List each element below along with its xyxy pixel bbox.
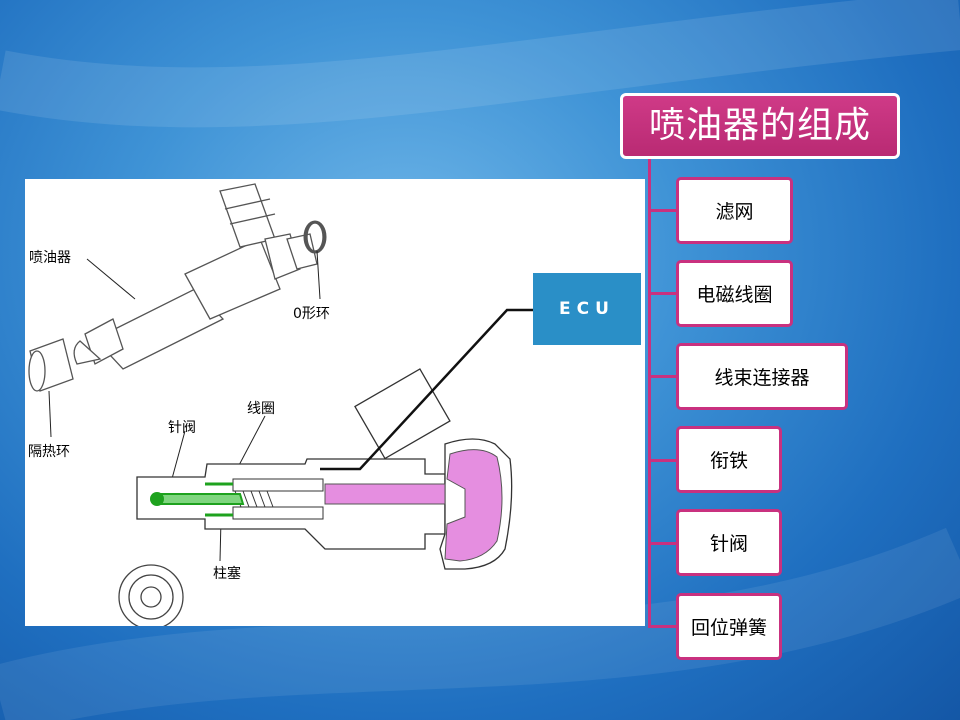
component-return-spring: 回位弹簧 [676, 593, 782, 660]
label-needle-valve: 针阀 [168, 420, 196, 436]
plunger-guide [205, 482, 233, 517]
tree-branch [648, 209, 678, 212]
armature-core [324, 483, 446, 505]
armature-fill [444, 449, 503, 562]
insulator-ring-shape [28, 338, 74, 392]
needle-valve-shape [156, 493, 245, 505]
label-plunger: 柱塞 [213, 566, 241, 582]
component-needle-valve: 针阀 [676, 509, 782, 576]
tree-trunk [648, 159, 651, 627]
tree-branch [648, 375, 678, 378]
nozzle-end-view [118, 564, 184, 626]
coil-lower [232, 506, 324, 520]
label-coil: 线圈 [247, 401, 275, 417]
tree-branch [648, 292, 678, 295]
component-harness-connector: 线束连接器 [676, 343, 848, 410]
label-o-ring: 0形环 [293, 306, 330, 322]
component-armature: 衔铁 [676, 426, 782, 493]
tree-branch [648, 459, 678, 462]
slide-title: 喷油器的组成 [620, 93, 900, 159]
component-solenoid-coil: 电磁线圈 [676, 260, 793, 327]
ecu-box: ECU [533, 273, 641, 345]
component-filter: 滤网 [676, 177, 793, 244]
tree-branch [648, 625, 678, 628]
tree-branch [648, 542, 678, 545]
label-insulator-ring: 隔热环 [28, 444, 70, 460]
needle-tip [150, 492, 164, 506]
coil-upper [232, 478, 324, 492]
o-ring-shape [303, 220, 327, 254]
label-injector: 喷油器 [29, 250, 71, 266]
injector-drawing [28, 183, 533, 626]
ecu-wire [320, 308, 533, 471]
injector-external [73, 183, 324, 370]
injector-diagram: ECU 喷油器 0形环 隔热环 针阀 线圈 柱塞 [25, 179, 645, 626]
